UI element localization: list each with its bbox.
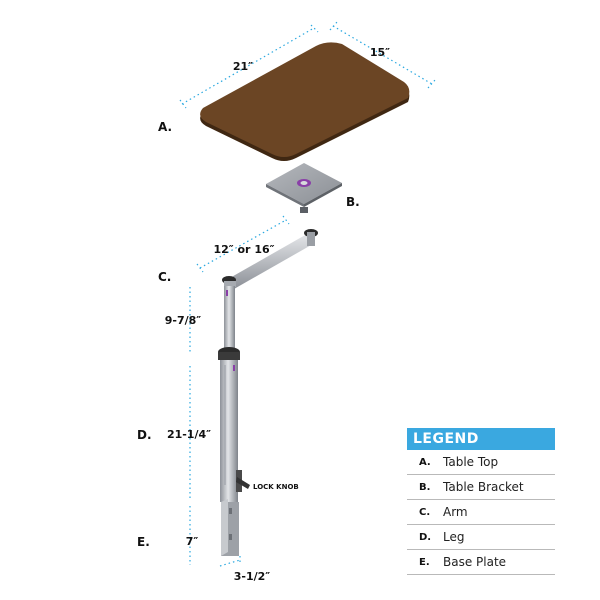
dim-base-width: 3-1/2″: [234, 570, 271, 583]
legend-item: D. Leg: [407, 525, 555, 550]
part-label-b: B.: [346, 195, 360, 209]
arm: [222, 229, 318, 289]
legend-item: C. Arm: [407, 500, 555, 525]
dim-base-height: 7″: [186, 535, 199, 548]
part-label-a: A.: [158, 120, 172, 134]
part-label-d: D.: [137, 428, 152, 442]
table-bracket: [266, 163, 342, 213]
table-top: [200, 42, 410, 161]
legend-item-name: Base Plate: [443, 555, 507, 569]
part-label-e: E.: [137, 535, 150, 549]
legend-item-key: C.: [419, 506, 431, 518]
legend-item-name: Table Top: [443, 455, 499, 469]
legend-title: LEGEND: [407, 428, 555, 450]
dimension-lines: [179, 21, 436, 567]
legend-item-key: D.: [419, 531, 432, 543]
legend: LEGEND A. Table Top B. Table Bracket C. …: [407, 428, 555, 575]
legend-item: E. Base Plate: [407, 550, 555, 575]
legend-item: B. Table Bracket: [407, 475, 555, 500]
legend-item-key: B.: [419, 481, 431, 493]
dim-top-width: 21″: [233, 60, 253, 73]
legend-item: A. Table Top: [407, 450, 555, 475]
dim-lower-leg: 21-1/4″: [167, 428, 211, 441]
legend-item-name: Leg: [443, 530, 465, 544]
legend-item-name: Table Bracket: [443, 480, 524, 494]
dim-arm-length: 12″ or 16″: [213, 243, 274, 256]
legend-item-name: Arm: [443, 505, 468, 519]
legend-item-key: E.: [419, 556, 430, 568]
legend-item-key: A.: [419, 456, 431, 468]
dim-upper-leg: 9-7/8″: [165, 314, 202, 327]
lock-knob-label: LOCK KNOB: [253, 483, 299, 491]
dim-top-depth: 15″: [370, 46, 390, 59]
base-plate: [221, 499, 239, 556]
part-label-c: C.: [158, 270, 171, 284]
leg: [218, 286, 250, 502]
